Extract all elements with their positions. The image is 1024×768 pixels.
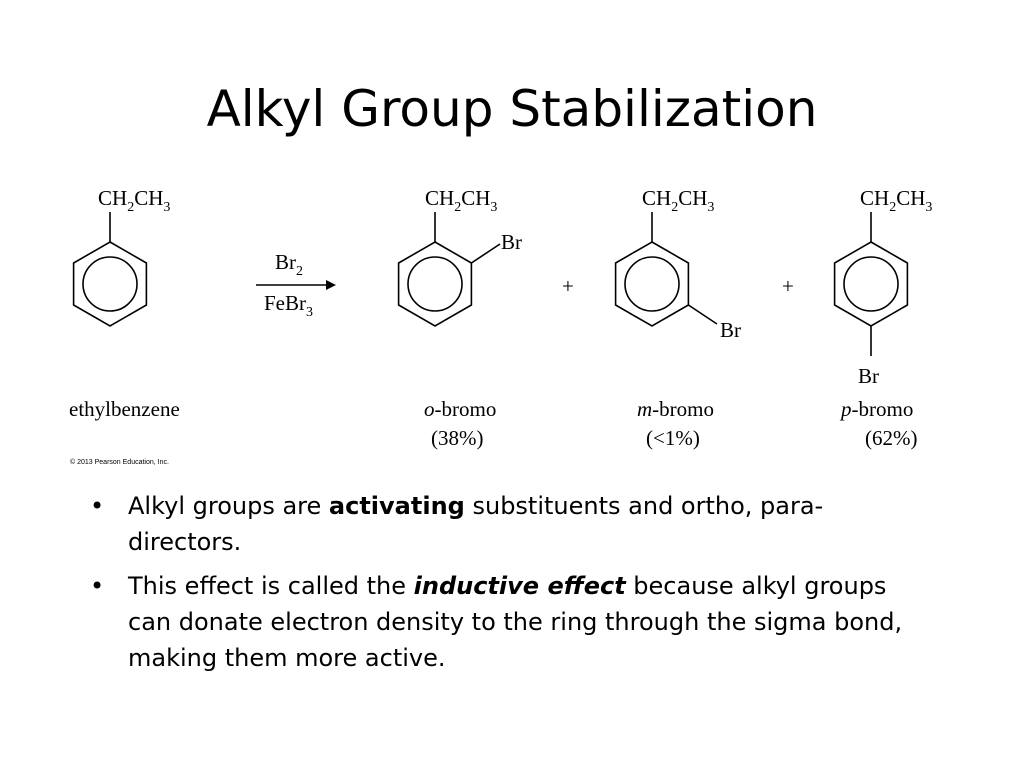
bullet-item: • Alkyl groups are activating substituen… xyxy=(90,488,920,560)
para-name: p-bromo xyxy=(839,397,913,421)
bullet-item: • This effect is called the inductive ef… xyxy=(90,568,920,676)
plus-sign: + xyxy=(562,274,574,298)
benzene-ring xyxy=(397,241,473,327)
ortho-product-structure: CH2CH3 Br o-bromo (38%) xyxy=(397,186,522,450)
meta-product-structure: CH2CH3 Br m-bromo (<1%) xyxy=(614,186,741,450)
benzene-ring xyxy=(833,241,909,327)
ethyl-group-label: CH2CH3 xyxy=(425,186,497,215)
ethyl-group-label: CH2CH3 xyxy=(860,186,932,215)
reagent-bromine: Br2 xyxy=(275,250,303,279)
copyright-note: © 2013 Pearson Education, Inc. xyxy=(70,458,169,466)
meta-yield: (<1%) xyxy=(646,426,700,450)
bullet-dot-icon: • xyxy=(90,492,105,520)
ethyl-group-label: CH2CH3 xyxy=(98,186,170,215)
reagent-catalyst: FeBr3 xyxy=(264,291,313,320)
benzene-ring xyxy=(72,241,148,327)
bullet-emphasis: inductive effect xyxy=(413,572,626,600)
slide-title: Alkyl Group Stabilization xyxy=(206,80,818,138)
bromo-substituent: Br xyxy=(720,318,741,342)
bromo-substituent: Br xyxy=(858,364,879,388)
bullet-dot-icon: • xyxy=(90,572,105,600)
reactant-name: ethylbenzene xyxy=(69,397,180,421)
plus-sign: + xyxy=(782,274,794,298)
meta-name: m-bromo xyxy=(637,397,714,421)
bullet-list: • Alkyl groups are activating substituen… xyxy=(90,488,920,684)
ortho-name: o-bromo xyxy=(424,397,496,421)
reaction-scheme: CH2CH3 ethylbenzene © 2013 Pearson Educa… xyxy=(69,186,932,466)
para-product-structure: CH2CH3 Br p-bromo (62%) xyxy=(833,186,932,450)
para-yield: (62%) xyxy=(865,426,917,450)
ortho-yield: (38%) xyxy=(431,426,483,450)
ethylbenzene-structure: CH2CH3 ethylbenzene © 2013 Pearson Educa… xyxy=(69,186,180,466)
bromo-substituent: Br xyxy=(501,230,522,254)
benzene-ring xyxy=(614,241,690,327)
bullet-emphasis: activating xyxy=(328,492,465,520)
ethyl-group-label: CH2CH3 xyxy=(642,186,714,215)
reaction-arrow: Br2 FeBr3 xyxy=(256,250,336,320)
